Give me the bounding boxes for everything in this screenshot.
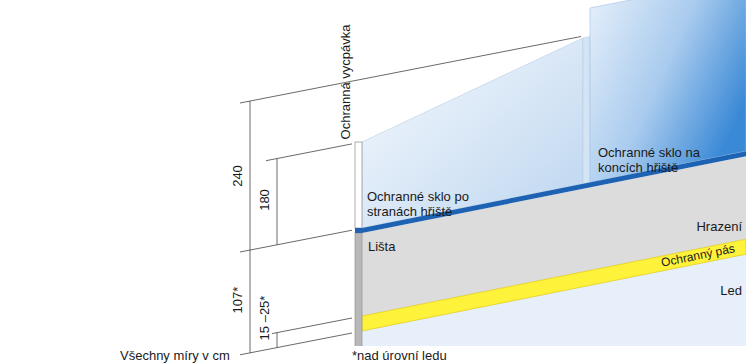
extension-line xyxy=(240,37,581,104)
padding-upper xyxy=(355,142,362,228)
extension-line xyxy=(266,144,352,161)
glass-edge-strip xyxy=(583,37,590,184)
note: Všechny míry v cm xyxy=(120,347,230,362)
dimension-label: 107* xyxy=(230,287,245,314)
part-name: Led xyxy=(720,283,742,298)
part-name: Hrazení xyxy=(696,219,742,234)
dimension-line xyxy=(277,159,278,245)
padding-rail-mark xyxy=(355,228,362,233)
dimension-label: 15 –25* xyxy=(257,296,272,341)
dimension-label: 240 xyxy=(230,165,245,187)
padding-lower xyxy=(355,233,362,346)
side-glass xyxy=(362,38,583,228)
part-name: Ochranná vycpávka xyxy=(338,25,353,140)
dimension-line xyxy=(250,101,251,250)
protective-band xyxy=(362,239,746,331)
part-name: Lišta xyxy=(368,239,395,254)
dimension-label: 180 xyxy=(257,189,272,211)
dimension-line xyxy=(250,250,251,353)
cap-rail xyxy=(362,151,746,233)
extension-line xyxy=(240,230,352,252)
end-glass xyxy=(590,0,746,182)
part-name: Ochranné sklo na koncích hřiště xyxy=(598,145,710,175)
extension-line xyxy=(272,318,352,334)
dimension-line xyxy=(277,333,278,348)
part-name: Ochranné sklo po stranách hřiště xyxy=(367,189,485,219)
note: *nad úrovní ledu xyxy=(352,347,447,362)
part-name: Ochranný pás xyxy=(660,241,736,270)
